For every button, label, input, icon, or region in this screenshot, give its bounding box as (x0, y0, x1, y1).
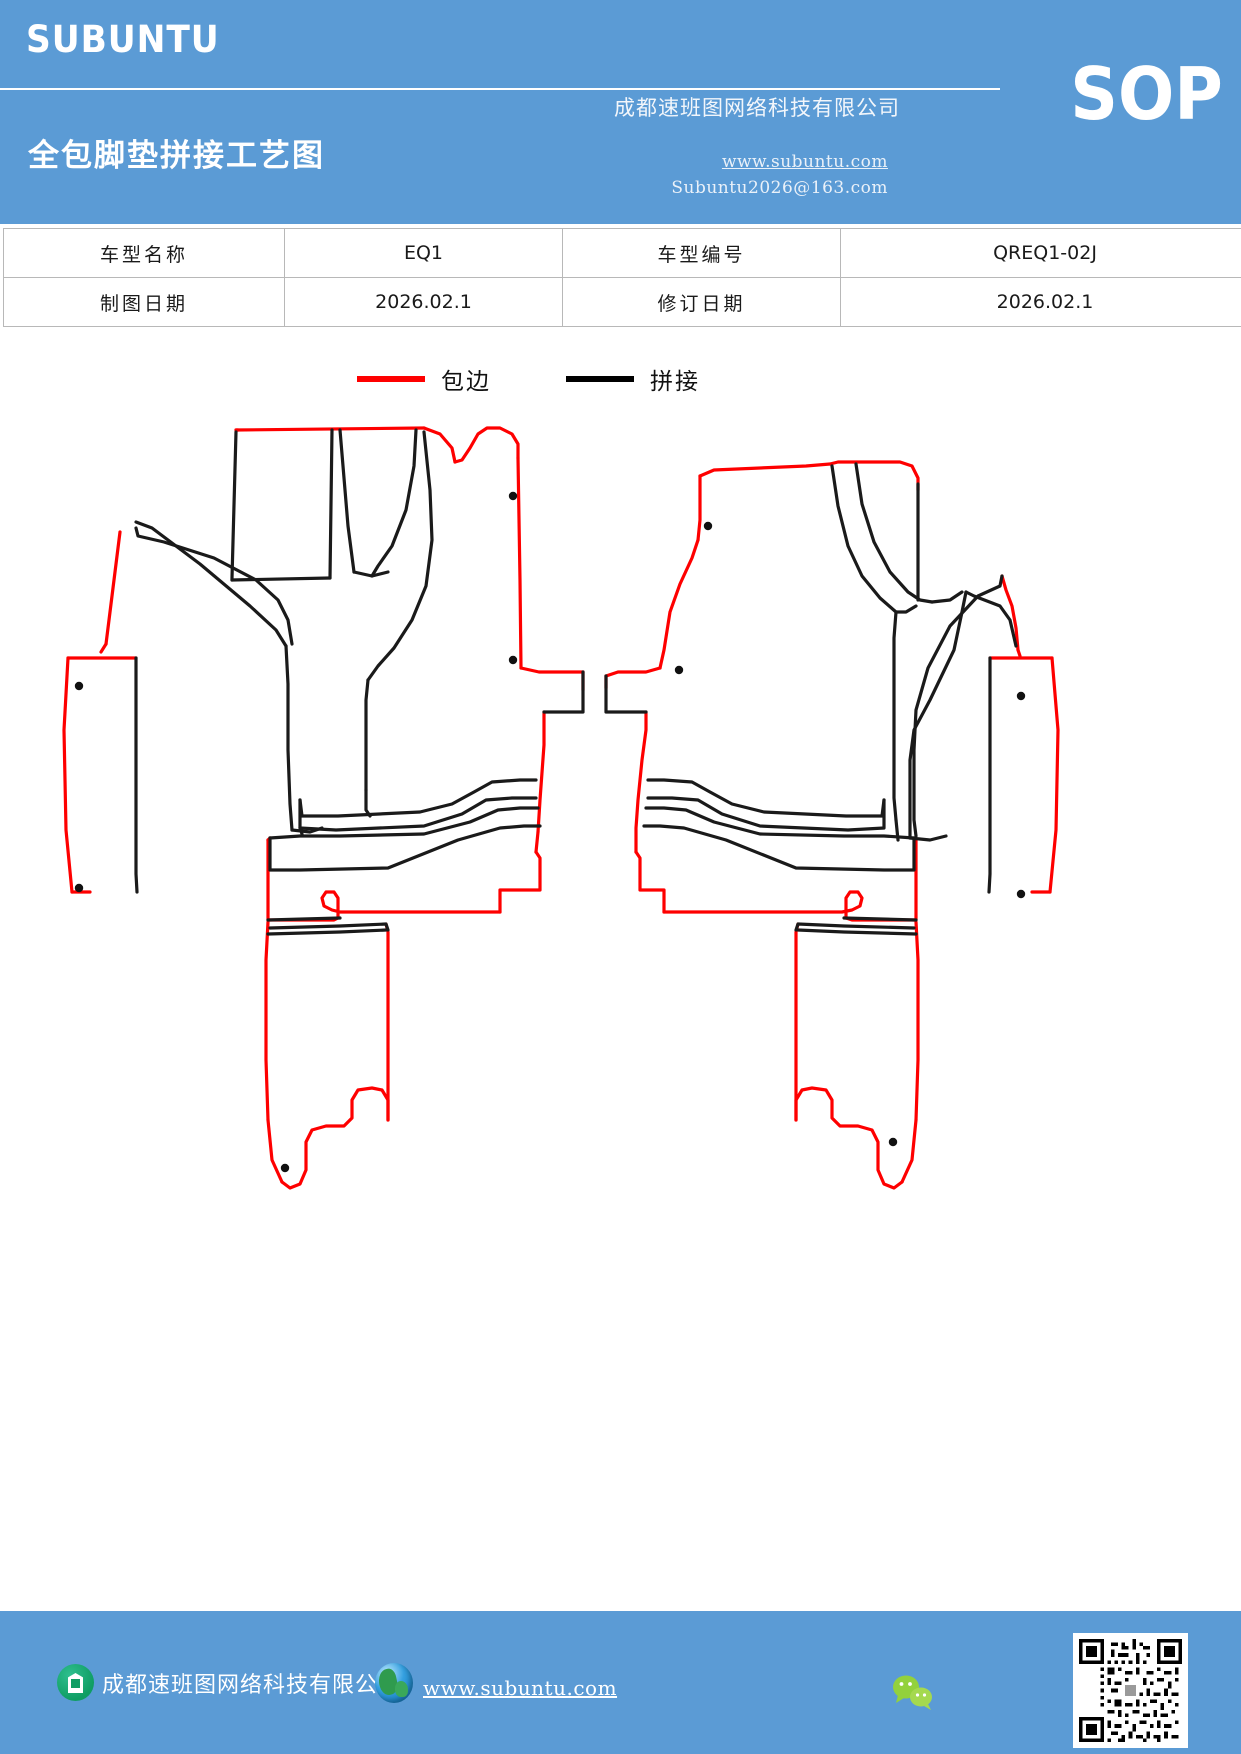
vehicle-info-table: 车型名称 EQ1 车型编号 QREQ1-02J 制图日期 2026.02.1 修… (3, 228, 1241, 327)
left-mat-splice-seams (134, 428, 542, 936)
page-footer: 成都速班图网络科技有限公司 www.subuntu.com (0, 1611, 1241, 1754)
right-mat-splice-seams (642, 462, 1018, 936)
header-divider (0, 88, 1000, 90)
qr-code[interactable] (1073, 1633, 1188, 1748)
drawing-legend: 包边 拼接 (0, 358, 1241, 400)
value-model-name: EQ1 (284, 228, 563, 278)
page-header: SUBUNTU 成都速班图网络科技有限公司 全包脚垫拼接工艺图 SOP www.… (0, 0, 1241, 224)
table-row: 制图日期 2026.02.1 修订日期 2026.02.1 (3, 277, 1241, 327)
sop-badge: SOP (1070, 52, 1223, 136)
footer-company-name: 成都速班图网络科技有限公司 (102, 1672, 402, 1698)
legend-item-edge-binding: 包边 (357, 362, 491, 396)
value-model-code: QREQ1-02J (840, 228, 1241, 278)
header-website-link[interactable]: www.subuntu.com (721, 152, 888, 172)
label-model-name: 车型名称 (3, 228, 285, 278)
footer-website-link[interactable]: www.subuntu.com (423, 1675, 618, 1700)
label-model-code: 车型编号 (562, 228, 841, 278)
value-draw-date: 2026.02.1 (284, 277, 563, 327)
pattern-svg (62, 426, 1060, 1190)
legend-swatch-black-line-icon (566, 376, 634, 382)
header-email[interactable]: Subuntu2026@163.com (671, 178, 888, 198)
center-bridge-seams (542, 670, 648, 714)
footer-website[interactable]: www.subuntu.com (375, 1663, 617, 1703)
globe-icon (375, 1663, 413, 1703)
footer-company: 成都速班图网络科技有限公司 (57, 1664, 401, 1701)
floor-mat-pattern-drawing (0, 400, 1241, 1420)
brand-logo-subuntu: SUBUNTU (26, 18, 220, 61)
legend-swatch-red-line-icon (357, 376, 425, 382)
value-revision-date: 2026.02.1 (840, 277, 1241, 327)
wechat-icon (890, 1673, 938, 1711)
label-revision-date: 修订日期 (562, 277, 841, 327)
legend-item-splice-seam: 拼接 (566, 362, 700, 396)
building-icon (57, 1664, 94, 1701)
page-title: 全包脚垫拼接工艺图 (28, 138, 325, 174)
legend-label-splice-seam: 拼接 (650, 369, 700, 395)
mounting-hole-markers (74, 491, 1026, 1173)
label-draw-date: 制图日期 (3, 277, 285, 327)
header-company-name: 成都速班图网络科技有限公司 (614, 96, 900, 120)
legend-label-edge-binding: 包边 (441, 369, 491, 395)
table-row: 车型名称 EQ1 车型编号 QREQ1-02J (3, 228, 1241, 278)
left-mat-binding-outline (62, 426, 585, 1190)
